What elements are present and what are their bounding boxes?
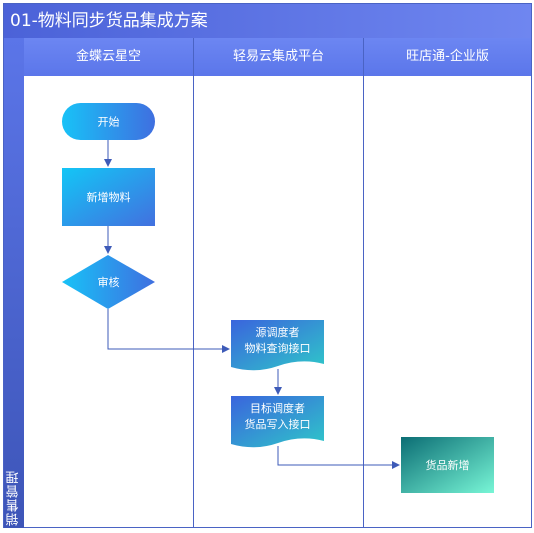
review-decision-label: 审核 bbox=[98, 275, 120, 289]
lane-header-wangdiantong: 旺店通-企业版 bbox=[364, 38, 531, 76]
add-material-node-label: 新增物料 bbox=[87, 190, 131, 204]
source-scheduler-node bbox=[231, 320, 324, 371]
add-goods-node-label: 货品新增 bbox=[426, 458, 470, 472]
lane-header-qingyiyun: 轻易云集成平台 bbox=[194, 38, 363, 76]
source-scheduler-label-1: 源调度者 bbox=[256, 325, 300, 339]
add-goods-node bbox=[401, 437, 494, 493]
start-node-label: 开始 bbox=[98, 115, 120, 129]
diagram-title: 01-物料同步货品集成方案 bbox=[4, 4, 531, 38]
target-scheduler-node bbox=[231, 396, 324, 448]
lane-divider-2 bbox=[363, 38, 364, 528]
add-material-node bbox=[62, 168, 155, 226]
lane-header-kingdee: 金蝶云星空 bbox=[24, 38, 193, 76]
edge-review-to-source bbox=[107, 309, 230, 353]
start-node bbox=[62, 103, 155, 140]
lane-divider-1 bbox=[193, 38, 194, 528]
target-scheduler-label-2: 货品写入接口 bbox=[245, 417, 311, 431]
swimlane-side-band: 销售管理 bbox=[4, 38, 24, 528]
source-scheduler-label-2: 物料查询接口 bbox=[245, 341, 311, 355]
edge-target-to-goods bbox=[277, 446, 400, 469]
target-scheduler-label-1: 目标调度者 bbox=[250, 401, 305, 415]
review-decision-node bbox=[62, 255, 155, 309]
